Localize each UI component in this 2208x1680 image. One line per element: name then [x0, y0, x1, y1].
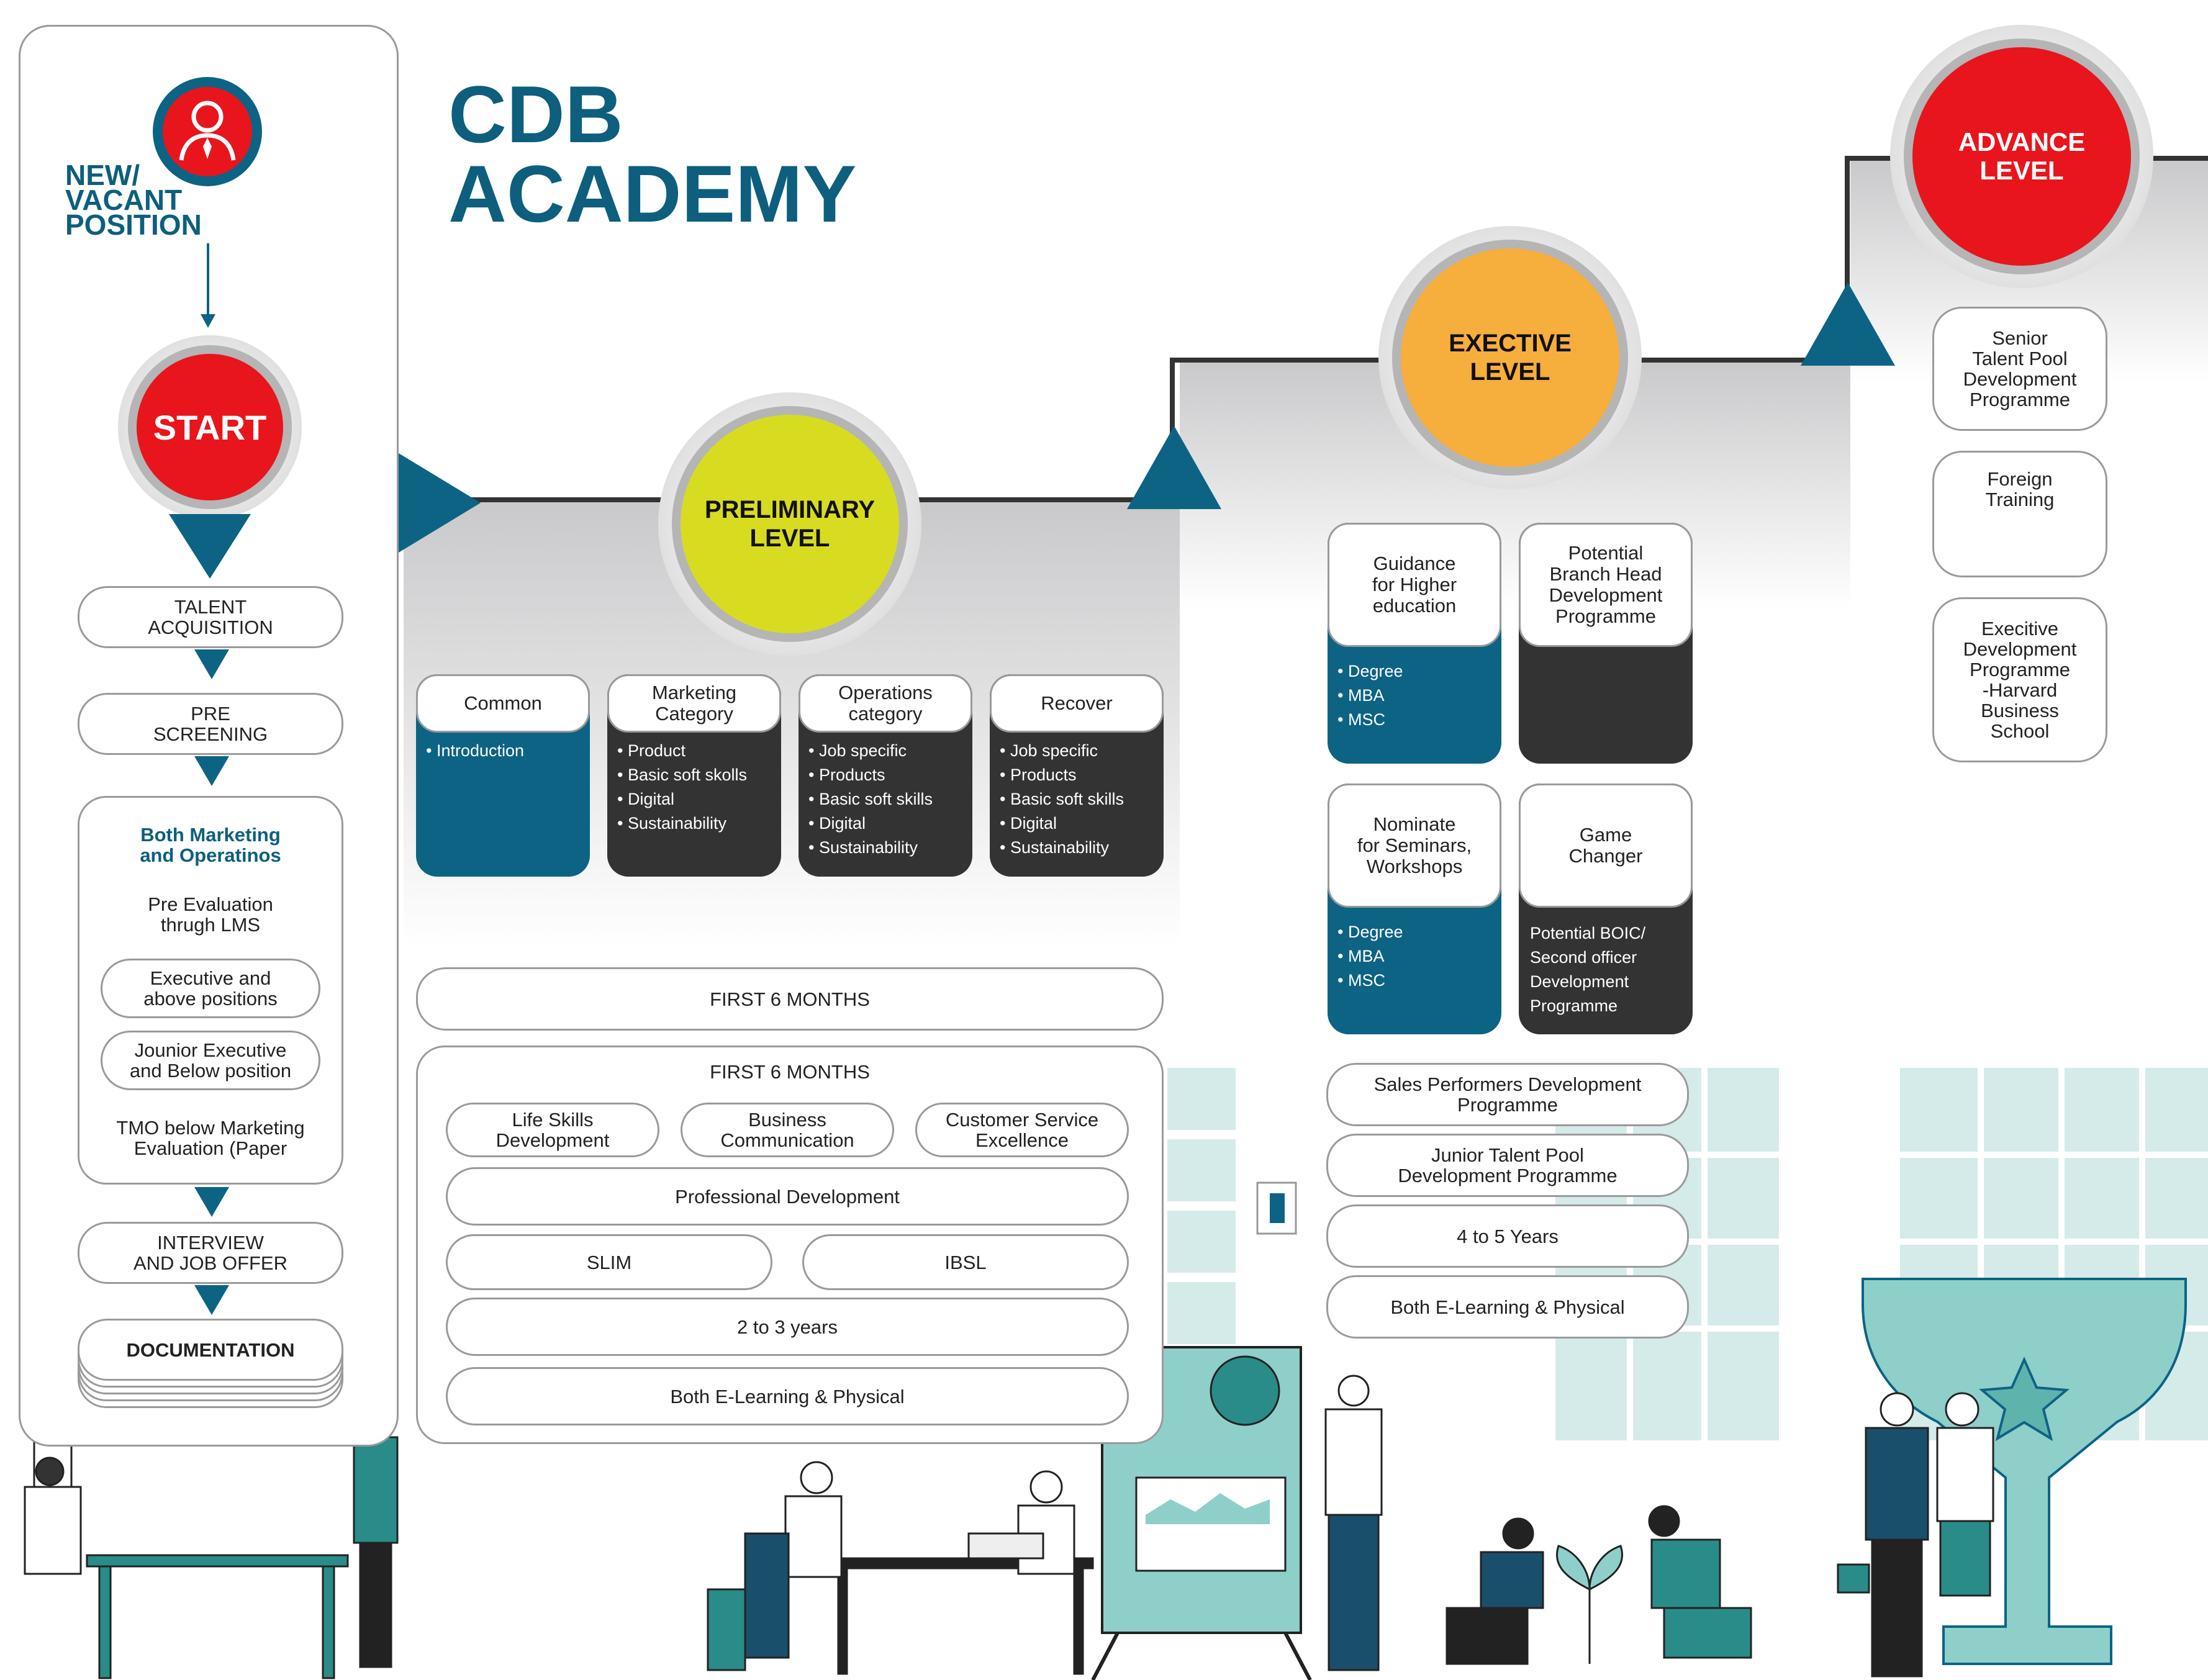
card-marketing-item: Digital [617, 787, 775, 811]
card-branch-head-title: Potential Branch Head Development Progra… [1549, 542, 1663, 627]
arrow-down-icon [194, 756, 229, 786]
card-operations-item: Sustainability [808, 836, 966, 860]
harvard-programme: Execitive Development Programme -Harvard… [1932, 597, 2107, 762]
start-pointer [169, 514, 251, 579]
executive-label: EXECTIVE LEVEL [1449, 330, 1572, 386]
card-guidance-title: Guidance for Higher education [1372, 553, 1457, 616]
card-nominate-item: MSC [1337, 969, 1495, 993]
card-marketing-item: Basic soft skolls [617, 763, 775, 787]
advance-label: ADVANCE LEVEL [1958, 127, 2086, 185]
card-marketing-item: Product [617, 739, 775, 763]
foreign-training: Foreign Training [1932, 451, 2107, 577]
card-marketing-title: Marketing Category [651, 682, 737, 725]
executive-mode: Both E-Learning & Physical [1326, 1275, 1689, 1339]
card-operations: Operations category Job specific Product… [799, 674, 972, 877]
senior-talent-pool: Senior Talent Pool Development Programme [1932, 307, 2107, 431]
card-common: Common Introduction [416, 674, 590, 877]
arrow-line [207, 243, 209, 318]
card-operations-item: Products [808, 763, 966, 787]
card-guidance-item: Degree [1337, 659, 1495, 684]
start-circle: START [128, 345, 292, 509]
executive-duration: 4 to 5 Years [1326, 1204, 1689, 1268]
people-illustration-meeting [707, 1461, 1094, 1675]
evaluation-title: Both Marketing and Operatinos [140, 824, 281, 866]
card-common-title: Common [464, 692, 542, 714]
junior-below-option: Jounior Executive and Below position [101, 1031, 320, 1090]
slim-option: SLIM [446, 1234, 772, 1290]
preliminary-label: PRELIMINARY LEVEL [704, 496, 876, 552]
sales-performers: Sales Performers Development Programme [1326, 1063, 1689, 1126]
card-recover-item: Products [1000, 763, 1157, 787]
card-common-item: Introduction [426, 739, 584, 763]
card-recover-item: Digital [1000, 811, 1157, 836]
preliminary-duration: 2 to 3 years [446, 1298, 1129, 1356]
preliminary-mode: Both E-Learning & Physical [446, 1367, 1129, 1425]
start-label: START [153, 407, 267, 447]
professional-development: Professional Development [446, 1167, 1129, 1226]
card-game-changer: Game Changer Potential BOIC/ Second offi… [1519, 784, 1693, 1034]
pre-evaluation-text: Pre Evaluation thrugh LMS [148, 893, 273, 936]
card-guidance: Guidance for Higher education Degree MBA… [1328, 523, 1501, 764]
step-pointer-up [1801, 282, 1895, 366]
card-recover-item: Basic soft skills [1000, 787, 1157, 811]
advance-circle: ADVANCE LEVEL [1904, 38, 2140, 274]
business-communication: Business Communication [681, 1103, 894, 1157]
page-title: CDB ACADEMY [448, 69, 857, 239]
talent-acquisition: TALENT ACQUISITION [78, 586, 343, 648]
card-recover-item: Job specific [1000, 739, 1157, 763]
card-operations-item: Digital [808, 811, 966, 836]
new-position-icon [153, 77, 262, 186]
arrow-down-icon [194, 1285, 229, 1315]
arrow-down-icon [194, 649, 229, 679]
documentation-stack: DOCUMENTATION [78, 1319, 343, 1412]
card-recover: Recover Job specific Products Basic soft… [990, 674, 1164, 877]
page-title-line1: CDB [448, 69, 623, 160]
life-skills: Life Skills Development [446, 1103, 659, 1157]
card-nominate-item: Degree [1337, 920, 1495, 944]
pre-screening: PRE SCREENING [78, 693, 343, 755]
junior-talent-pool: Junior Talent Pool Development Programme [1326, 1134, 1689, 1197]
tmo-text: TMO below Marketing Evaluation (Paper [116, 1117, 305, 1159]
presentation-board-illustration [1091, 1346, 1383, 1680]
trophy-illustration [1862, 1278, 2187, 1665]
card-operations-title: Operations category [838, 682, 933, 725]
documentation-label: DOCUMENTATION [78, 1319, 343, 1381]
step-pointer-right [399, 453, 481, 553]
first-six-months-a: FIRST 6 MONTHS [416, 967, 1164, 1031]
ibsl-option: IBSL [802, 1234, 1129, 1290]
card-game-changer-text: Potential BOIC/ Second officer Developme… [1530, 924, 1646, 1015]
card-recover-title: Recover [1041, 692, 1113, 714]
preliminary-circle: PRELIMINARY LEVEL [672, 406, 908, 642]
executive-above-option: Executive and above positions [101, 959, 320, 1018]
person-icon [179, 101, 236, 161]
card-marketing: Marketing Category Product Basic soft sk… [607, 674, 781, 877]
card-operations-item: Job specific [808, 739, 966, 763]
people-planting-illustration [1446, 1505, 1752, 1665]
card-guidance-item: MSC [1337, 708, 1495, 732]
card-nominate-title: Nominate for Seminars, Workshops [1357, 813, 1472, 877]
customer-service: Customer Service Excellence [915, 1103, 1129, 1157]
card-operations-item: Basic soft skills [808, 787, 966, 811]
arrow-down-icon [201, 314, 215, 328]
card-game-changer-title: Game Changer [1568, 824, 1643, 867]
new-position-label: NEW/ VACANT POSITION [65, 159, 202, 241]
step-pointer-up [1127, 426, 1221, 509]
card-recover-item: Sustainability [1000, 836, 1157, 860]
card-marketing-item: Sustainability [617, 811, 775, 836]
executive-circle: EXECTIVE LEVEL [1392, 240, 1628, 476]
page-title-line2: ACADEMY [448, 148, 857, 239]
card-nominate: Nominate for Seminars, Workshops Degree … [1328, 784, 1501, 1034]
interview-job-offer: INTERVIEW AND JOB OFFER [78, 1222, 343, 1284]
card-branch-head: Potential Branch Head Development Progra… [1519, 523, 1693, 764]
card-guidance-item: MBA [1337, 684, 1495, 708]
arrow-down-icon [194, 1187, 229, 1217]
first-six-months-b: FIRST 6 MONTHS [710, 1061, 870, 1083]
card-nominate-item: MBA [1337, 944, 1495, 969]
business-couple-illustration [1837, 1392, 1994, 1678]
